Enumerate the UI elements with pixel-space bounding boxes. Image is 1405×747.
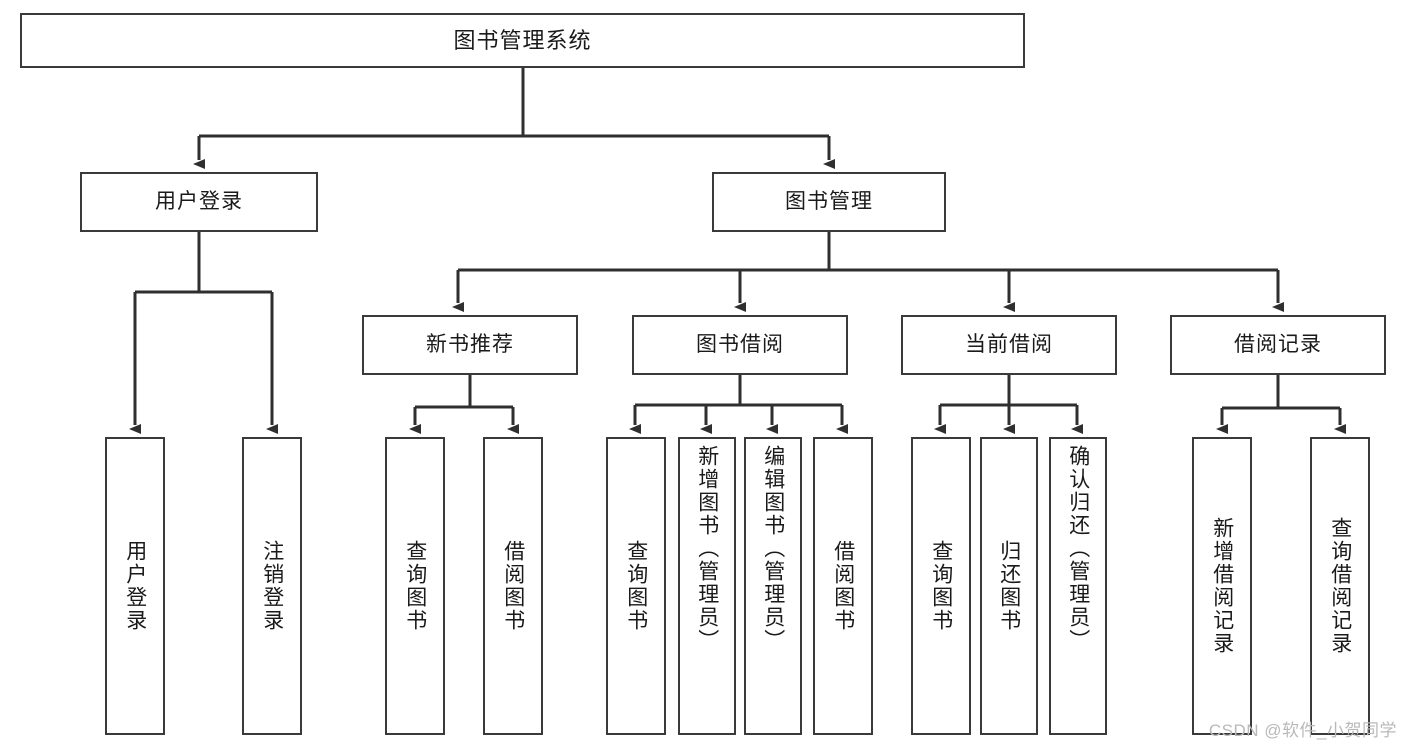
leaf-book-borrow-add-label: 新增图书（管理员）: [695, 445, 719, 652]
leaf-user-login-login-label: 用户登录: [123, 540, 147, 632]
node-book-borrow[interactable]: 图书借阅: [632, 315, 848, 375]
leaf-book-borrow-add[interactable]: 新增图书（管理员）: [678, 437, 736, 735]
node-current-borrow[interactable]: 当前借阅: [901, 315, 1117, 375]
node-new-book-recommend-label: 新书推荐: [426, 332, 514, 356]
leaf-borrow-record-add-label: 新增借阅记录: [1210, 517, 1234, 655]
leaf-book-borrow-edit-label: 编辑图书（管理员）: [761, 445, 785, 652]
leaf-current-borrow-return-label: 归还图书: [997, 540, 1021, 632]
node-current-borrow-label: 当前借阅: [965, 332, 1053, 356]
leaf-new-book-borrow[interactable]: 借阅图书: [483, 437, 543, 735]
leaf-book-borrow-borrow[interactable]: 借阅图书: [813, 437, 873, 735]
leaf-borrow-record-query-label: 查询借阅记录: [1328, 517, 1352, 655]
leaf-current-borrow-query[interactable]: 查询图书: [911, 437, 971, 735]
leaf-new-book-borrow-label: 借阅图书: [501, 540, 525, 632]
leaf-new-book-query-label: 查询图书: [403, 540, 427, 632]
node-root-label: 图书管理系统: [453, 27, 592, 53]
watermark: CSDN @软件_小贺同学: [1208, 721, 1397, 740]
leaf-borrow-record-add[interactable]: 新增借阅记录: [1192, 437, 1252, 735]
leaf-user-login-logout[interactable]: 注销登录: [242, 437, 302, 735]
node-book-management[interactable]: 图书管理: [712, 172, 946, 232]
leaf-current-borrow-query-label: 查询图书: [929, 540, 953, 632]
leaf-book-borrow-query-label: 查询图书: [624, 540, 648, 632]
node-user-login-label: 用户登录: [155, 189, 243, 213]
leaf-user-login-logout-label: 注销登录: [260, 540, 284, 632]
leaf-new-book-query[interactable]: 查询图书: [385, 437, 445, 735]
leaf-user-login-login[interactable]: 用户登录: [105, 437, 165, 735]
leaf-book-borrow-borrow-label: 借阅图书: [831, 540, 855, 632]
node-root[interactable]: 图书管理系统: [20, 13, 1025, 68]
leaf-book-borrow-edit[interactable]: 编辑图书（管理员）: [744, 437, 802, 735]
node-borrow-record-label: 借阅记录: [1234, 332, 1322, 356]
node-book-management-label: 图书管理: [785, 189, 873, 213]
node-book-borrow-label: 图书借阅: [696, 332, 784, 356]
node-borrow-record[interactable]: 借阅记录: [1170, 315, 1386, 375]
leaf-borrow-record-query[interactable]: 查询借阅记录: [1310, 437, 1370, 735]
node-new-book-recommend[interactable]: 新书推荐: [362, 315, 578, 375]
node-user-login[interactable]: 用户登录: [80, 172, 318, 232]
leaf-current-borrow-confirm-label: 确认归还（管理员）: [1066, 445, 1090, 652]
leaf-current-borrow-confirm[interactable]: 确认归还（管理员）: [1049, 437, 1107, 735]
leaf-book-borrow-query[interactable]: 查询图书: [606, 437, 666, 735]
leaf-current-borrow-return[interactable]: 归还图书: [980, 437, 1038, 735]
